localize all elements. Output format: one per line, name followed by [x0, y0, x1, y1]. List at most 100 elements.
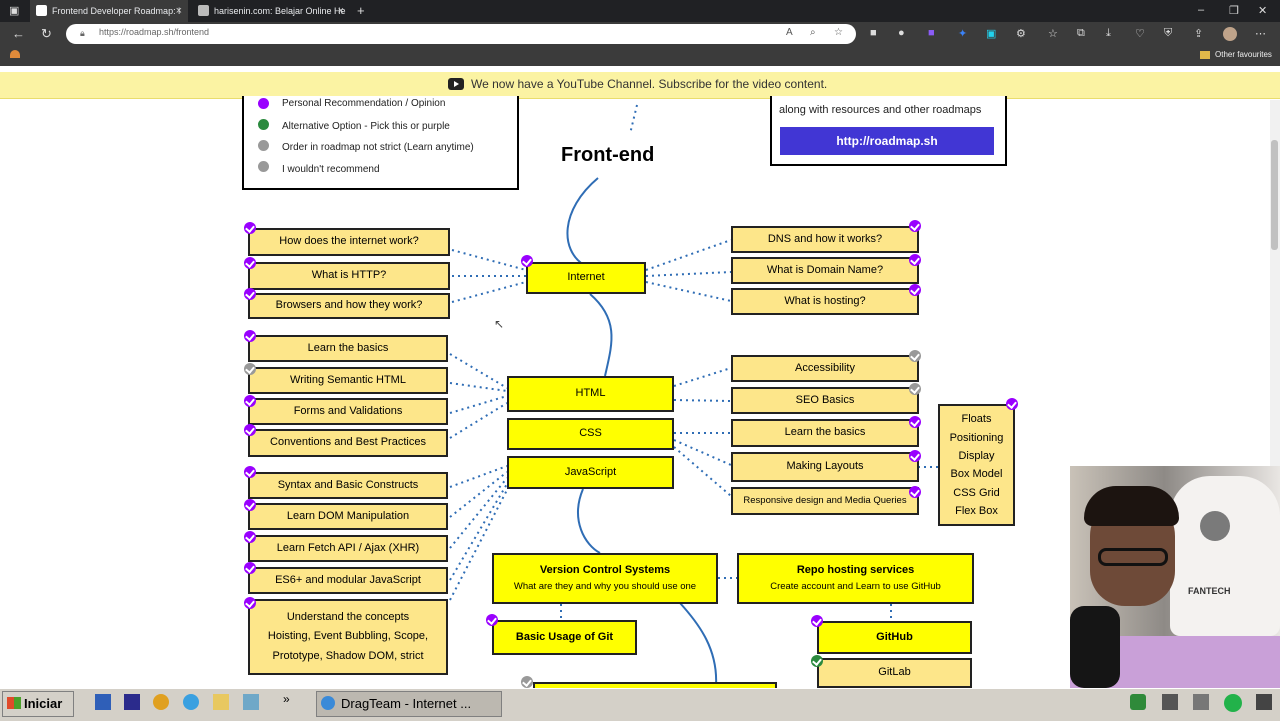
quicklaunch-icon[interactable]	[183, 694, 199, 710]
node-version-control[interactable]: Version Control Systems What are they an…	[492, 553, 718, 604]
scrollbar-thumb[interactable]	[1271, 140, 1278, 250]
node-javascript[interactable]: JavaScript	[507, 456, 674, 489]
more-quicklaunch-icon[interactable]: »	[283, 692, 290, 706]
node-next-partial[interactable]	[533, 682, 777, 688]
quicklaunch-icon[interactable]	[153, 694, 169, 710]
quicklaunch-icon[interactable]	[243, 694, 259, 710]
minimize-button[interactable]: –	[1198, 4, 1205, 16]
quicklaunch-icon[interactable]	[124, 694, 140, 710]
layouts-item[interactable]: Flex Box	[955, 505, 998, 517]
extension-icon[interactable]: ■	[870, 27, 877, 39]
read-aloud-icon[interactable]: A	[786, 27, 793, 38]
node-accessibility[interactable]: Accessibility	[731, 355, 919, 382]
node-semantic-html[interactable]: Writing Semantic HTML	[248, 367, 448, 394]
bookmark-icon[interactable]	[10, 50, 20, 58]
concepts-title: Understand the concepts	[286, 611, 410, 624]
layouts-item[interactable]: Display	[958, 450, 995, 462]
window-menu-icon[interactable]: ▣	[9, 5, 20, 17]
extension-icon[interactable]: ▣	[986, 28, 997, 40]
quicklaunch-icon[interactable]	[213, 694, 229, 710]
check-icon	[909, 284, 921, 296]
page-scrollbar[interactable]	[1270, 100, 1280, 688]
node-git-basic[interactable]: Basic Usage of Git	[492, 620, 637, 655]
legend-swatch	[258, 119, 269, 130]
node-seo-basics[interactable]: SEO Basics	[731, 387, 919, 414]
node-what-is-http[interactable]: What is HTTP?	[248, 262, 450, 290]
layouts-item[interactable]: Box Model	[950, 468, 1003, 480]
node-forms-validations[interactable]: Forms and Validations	[248, 398, 448, 425]
layouts-item[interactable]: Floats	[961, 413, 992, 425]
node-browsers[interactable]: Browsers and how they work?	[248, 293, 450, 319]
node-conventions[interactable]: Conventions and Best Practices	[248, 429, 448, 457]
windows-logo-icon	[7, 697, 21, 709]
concepts-line: Hoisting, Event Bubbling, Scope,	[267, 630, 429, 643]
more-menu-icon[interactable]: ⋯	[1255, 28, 1266, 40]
check-icon	[811, 615, 823, 627]
roadmap-title: Front-end	[561, 144, 655, 166]
check-icon	[244, 597, 256, 609]
close-tab-icon[interactable]: ×	[337, 5, 344, 17]
youtube-banner[interactable]	[0, 72, 1280, 99]
node-gitlab[interactable]: GitLab	[817, 658, 972, 688]
tray-shield-icon[interactable]	[1130, 694, 1146, 710]
node-css-basics[interactable]: Learn the basics	[731, 419, 919, 447]
reload-icon[interactable]: ↻	[41, 26, 52, 41]
node-responsive-design[interactable]: Responsive design and Media Queries	[731, 487, 919, 515]
other-favourites-link[interactable]: Other favourites	[1215, 50, 1272, 59]
tray-windows-icon[interactable]	[1256, 694, 1272, 710]
node-fetch-api[interactable]: Learn Fetch API / Ajax (XHR)	[248, 535, 448, 562]
tab-harisenin[interactable]: harisenin.com: Belajar Online He ×	[192, 0, 350, 22]
tab-roadmap[interactable]: Frontend Developer Roadmap: l ×	[30, 0, 188, 22]
start-button[interactable]: Iniciar	[2, 691, 74, 717]
check-icon	[244, 424, 256, 436]
node-dns[interactable]: DNS and how it works?	[731, 226, 919, 253]
new-tab-button[interactable]: +	[357, 3, 365, 18]
banner-text[interactable]: We now have a YouTube Channel. Subscribe…	[471, 77, 828, 91]
download-icon[interactable]: ⤓	[1106, 27, 1111, 39]
extension-icon[interactable]: ✦	[958, 28, 968, 40]
layouts-item[interactable]: Positioning	[949, 432, 1004, 444]
node-dom-manipulation[interactable]: Learn DOM Manipulation	[248, 503, 448, 530]
favorites-icon[interactable]: ☆	[1048, 28, 1058, 40]
mouse-cursor-icon: ↖	[494, 317, 505, 331]
address-bar[interactable]	[66, 24, 856, 44]
performance-icon[interactable]: ♡	[1135, 28, 1145, 40]
collections-icon[interactable]: ⧉	[1077, 27, 1085, 39]
quicklaunch-icon[interactable]	[95, 694, 111, 710]
extension-icon[interactable]: ●	[898, 27, 905, 39]
node-html[interactable]: HTML	[507, 376, 674, 412]
node-how-internet-works[interactable]: How does the internet work?	[248, 228, 450, 256]
check-icon	[909, 383, 921, 395]
check-icon	[909, 220, 921, 232]
profile-avatar[interactable]	[1223, 27, 1237, 41]
tray-icon[interactable]	[1193, 694, 1209, 710]
maximize-button[interactable]: ❐	[1229, 5, 1239, 17]
node-domain-name[interactable]: What is Domain Name?	[731, 257, 919, 284]
node-github[interactable]: GitHub	[817, 621, 972, 654]
tray-green-icon[interactable]	[1224, 694, 1242, 712]
node-es6[interactable]: ES6+ and modular JavaScript	[248, 567, 448, 594]
favorite-star-icon[interactable]: ☆	[834, 27, 843, 38]
extension-icon[interactable]: ■	[928, 27, 935, 39]
node-hosting[interactable]: What is hosting?	[731, 288, 919, 315]
node-html-basics[interactable]: Learn the basics	[248, 335, 448, 362]
close-window-button[interactable]: ✕	[1258, 5, 1268, 17]
node-making-layouts[interactable]: Making Layouts	[731, 452, 919, 482]
zoom-icon[interactable]: ⌕	[810, 27, 816, 38]
close-tab-icon[interactable]: ×	[175, 5, 182, 17]
legend-swatch	[258, 161, 269, 172]
node-internet[interactable]: Internet	[526, 262, 646, 294]
tray-icon[interactable]	[1162, 694, 1178, 710]
extensions-icon[interactable]: ⚙	[1016, 28, 1026, 40]
taskbar-item-dragteam[interactable]: DragTeam - Internet ...	[316, 691, 502, 717]
node-css[interactable]: CSS	[507, 418, 674, 450]
wallet-icon[interactable]: ⛨	[1164, 27, 1173, 39]
check-icon	[244, 395, 256, 407]
back-icon[interactable]: ←	[12, 26, 25, 41]
roadmap-link-button[interactable]: http://roadmap.sh	[780, 127, 994, 155]
node-js-syntax[interactable]: Syntax and Basic Constructs	[248, 472, 448, 499]
node-js-concepts[interactable]: Understand the concepts Hoisting, Event …	[248, 599, 448, 675]
share-icon[interactable]: ⇪	[1194, 28, 1204, 40]
node-repo-hosting[interactable]: Repo hosting services Create account and…	[737, 553, 974, 604]
layouts-item[interactable]: CSS Grid	[953, 487, 1000, 499]
